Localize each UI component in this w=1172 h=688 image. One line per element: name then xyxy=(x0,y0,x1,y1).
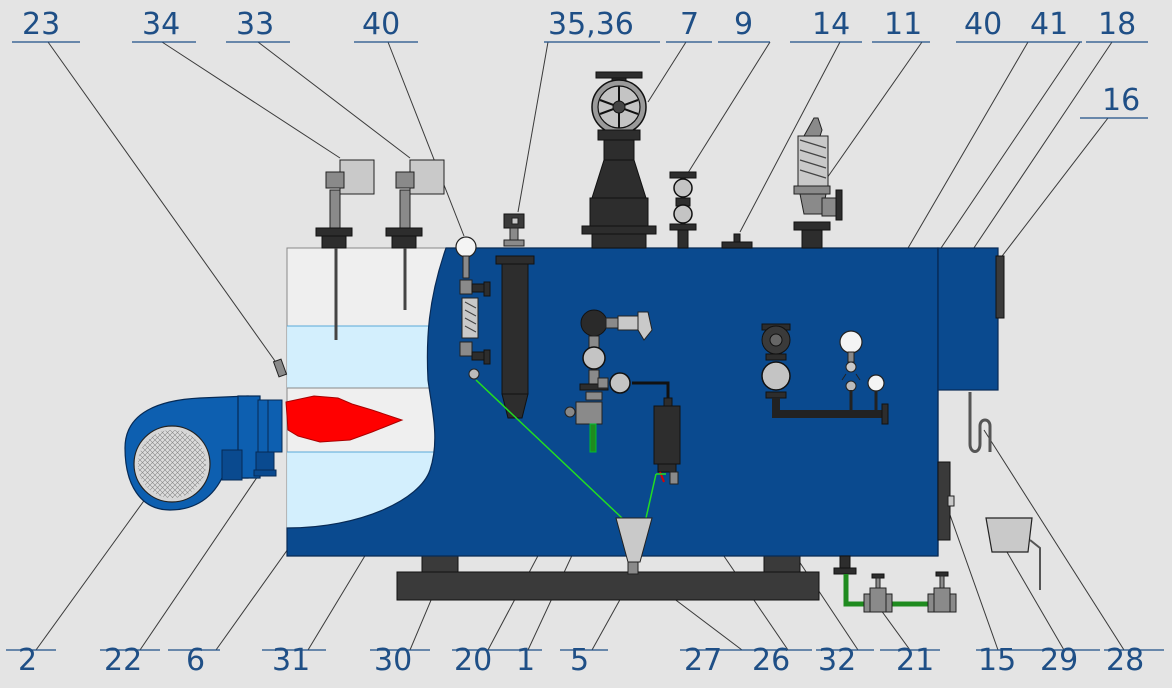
top-nozzle xyxy=(721,233,753,249)
bottom-labels: 2 22 6 31 30 20 1 5 27 26 32 21 15 29 28 xyxy=(18,643,1144,678)
label-14: 14 xyxy=(812,7,850,42)
label-1: 1 xyxy=(516,643,535,678)
drain-funnel xyxy=(475,379,666,575)
separator-column xyxy=(495,213,535,419)
pressure-gauge-icon xyxy=(839,330,863,354)
top-labels: 23 34 33 40 35,36 7 9 14 11 40 41 18 16 xyxy=(22,7,1140,118)
main-steam-valve xyxy=(581,71,657,249)
label-16: 16 xyxy=(1102,83,1140,118)
label-40-left: 40 xyxy=(362,7,400,42)
label-22: 22 xyxy=(104,643,142,678)
pressure-gauge-icon xyxy=(867,374,885,392)
water-level-indicator xyxy=(455,236,491,380)
label-35-36: 35,36 xyxy=(548,7,634,42)
label-29: 29 xyxy=(1040,643,1078,678)
siphon-icon xyxy=(968,392,992,453)
label-9: 9 xyxy=(734,7,753,42)
bucket-icon xyxy=(985,517,1041,590)
label-30: 30 xyxy=(374,643,412,678)
label-5: 5 xyxy=(570,643,589,678)
label-7: 7 xyxy=(680,7,699,42)
label-27: 27 xyxy=(684,643,722,678)
label-28: 28 xyxy=(1106,643,1144,678)
label-2: 2 xyxy=(18,643,37,678)
gate-valve-icon xyxy=(582,346,606,370)
gate-valve-icon xyxy=(673,178,693,198)
label-underlines xyxy=(6,41,1164,651)
label-33: 33 xyxy=(236,7,274,42)
stop-valves xyxy=(669,171,697,249)
label-11: 11 xyxy=(884,7,922,42)
label-26: 26 xyxy=(752,643,790,678)
safety-valve-icon xyxy=(793,117,843,249)
gate-valve-icon xyxy=(761,361,791,391)
label-41: 41 xyxy=(1030,7,1068,42)
label-40-right: 40 xyxy=(964,7,1002,42)
label-32: 32 xyxy=(818,643,856,678)
burner-fan-icon xyxy=(133,425,211,503)
label-34: 34 xyxy=(142,7,180,42)
label-6: 6 xyxy=(186,643,205,678)
label-21: 21 xyxy=(896,643,934,678)
label-20: 20 xyxy=(454,643,492,678)
gate-valve-icon xyxy=(609,372,631,394)
gate-valve-icon xyxy=(863,573,893,613)
gate-valve-icon xyxy=(591,79,647,135)
level-probe-icon xyxy=(315,159,375,340)
gate-valve-icon xyxy=(927,571,957,613)
gate-valve-icon xyxy=(673,204,693,224)
flame-icon xyxy=(285,395,404,443)
label-23: 23 xyxy=(22,7,60,42)
level-probe-icon xyxy=(385,159,445,310)
label-31: 31 xyxy=(272,643,310,678)
burner xyxy=(124,358,404,511)
right-instruments xyxy=(761,323,889,425)
label-15: 15 xyxy=(978,643,1016,678)
pressure-control-group xyxy=(564,309,681,485)
label-18: 18 xyxy=(1098,7,1136,42)
pressure-gauge-icon xyxy=(455,236,477,258)
drain-valves xyxy=(833,555,957,613)
funnel-icon xyxy=(615,517,653,563)
